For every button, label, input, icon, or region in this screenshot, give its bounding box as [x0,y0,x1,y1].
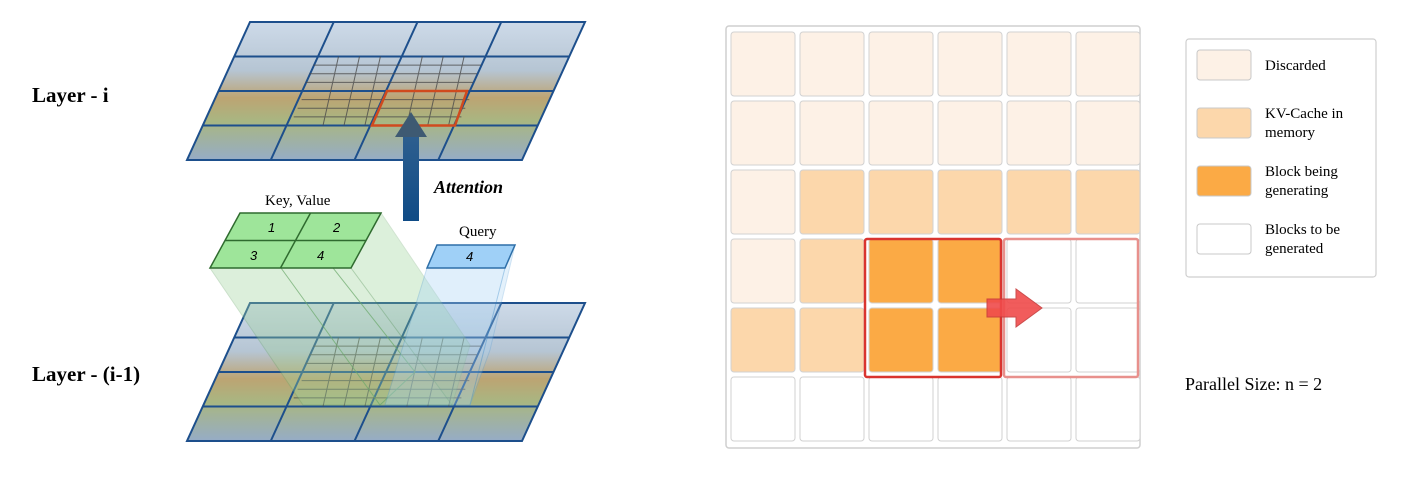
grid-cell-discarded [1006,100,1072,166]
query-projection [384,244,517,406]
grid-cell-kv [799,238,865,304]
query-block-label: 4 [466,249,473,264]
grid-cell-kv [799,307,865,373]
attention-diagram: Layer - i Layer - (i-1) Attention Key, V… [32,21,587,442]
grid-cell-kv [937,169,1003,235]
legend-label: generated [1265,241,1324,257]
attention-target-block [370,89,469,127]
grid-cell-to-generate [1075,238,1141,304]
grid-cell-kv [868,169,934,235]
kv-projection [208,212,471,407]
kv-block-label: 1 [268,220,275,235]
layer-i-minus-1-label: Layer - (i-1) [32,362,140,386]
right-arrow-icon [986,288,1043,328]
grid-cell-discarded [730,100,796,166]
legend-label: Blocks to be [1265,222,1340,238]
legend-label: KV-Cache in [1265,106,1344,122]
grid-cell-discarded [1075,100,1141,166]
grid-cell-kv [730,307,796,373]
layer-top-plane [185,21,587,161]
attention-arrow [395,112,427,221]
grid-cell-generating [868,238,934,304]
grid-cell-discarded [868,31,934,97]
legend [1185,38,1377,278]
grid-cell-discarded [937,100,1003,166]
kv-block-label: 2 [332,220,341,235]
grid-cell-kv [799,169,865,235]
grid-cell-discarded [730,169,796,235]
layer-bottom-plane [185,302,587,442]
grid-cell-discarded [868,100,934,166]
grid-cell-discarded [1075,31,1141,97]
attention-label: Attention [433,177,503,197]
grid-cell-generating [868,307,934,373]
grid-cell-kv [1075,169,1141,235]
legend-swatch [1196,165,1252,197]
grid-cell-discarded [730,31,796,97]
grid-cell-to-generate [1006,376,1072,442]
parallel-size-label: Parallel Size: n = 2 [1185,374,1322,394]
grid-cell-to-generate [1075,307,1141,373]
grid-cell-discarded [1006,31,1072,97]
grid-cell-to-generate [1075,376,1141,442]
legend-label: Discarded [1265,58,1326,74]
key-value-label: Key, Value [265,193,331,209]
grid-cell-generating [937,307,1003,373]
grid-cell-discarded [730,238,796,304]
legend-swatch [1196,49,1252,81]
block-grid [730,31,1141,442]
grid-cell-to-generate [730,376,796,442]
grid-cell-generating [937,238,1003,304]
grid-cell-to-generate [937,376,1003,442]
grid-cell-kv [1006,169,1072,235]
grid-cell-to-generate [799,376,865,442]
grid-cell-discarded [799,31,865,97]
legend-swatch [1196,107,1252,139]
legend-label: generating [1265,183,1329,199]
layer-i-label: Layer - i [32,83,109,107]
kv-block-label: 4 [317,248,324,263]
legend-label: memory [1265,125,1315,141]
legend-swatch [1196,223,1252,255]
grid-cell-discarded [799,100,865,166]
kv-block-label: 3 [250,248,258,263]
legend-label: Block being [1265,164,1338,180]
grid-cell-discarded [937,31,1003,97]
query-label: Query [459,224,497,240]
grid-cell-to-generate [868,376,934,442]
